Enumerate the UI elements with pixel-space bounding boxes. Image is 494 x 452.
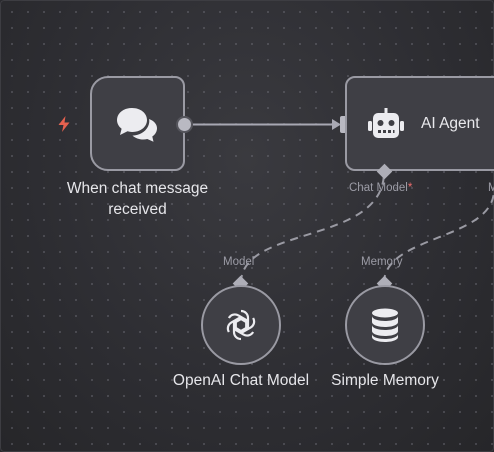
memory-node-label: Simple Memory (331, 372, 439, 389)
chat-model-port-label: Chat Model* (349, 182, 412, 194)
trigger-node-label: When chat message received (66, 180, 209, 218)
ai-agent-node[interactable]: AI Agent (345, 76, 494, 171)
model-port-label: Model (223, 256, 255, 268)
chat-bubbles-icon (116, 107, 157, 142)
chat-trigger-node[interactable] (90, 76, 185, 171)
trigger-output-handle[interactable] (176, 116, 193, 133)
connection-arrowhead (332, 119, 341, 130)
openai-chat-model-node[interactable] (201, 285, 281, 365)
memory-port-label-partial: M (488, 182, 494, 194)
ai-agent-node-label: AI Agent (421, 114, 480, 132)
agent-input-handle[interactable] (340, 116, 349, 133)
required-asterisk: * (407, 182, 413, 194)
memory-port-label: Memory (361, 256, 403, 268)
simple-memory-node[interactable] (345, 285, 425, 365)
openai-node-label: OpenAI Chat Model (172, 372, 310, 389)
database-icon (372, 308, 398, 342)
memory-connection[interactable] (383, 189, 494, 284)
openai-logo-icon (226, 309, 256, 341)
chat-model-connection[interactable] (240, 171, 385, 284)
lightning-bolt-icon (58, 116, 70, 132)
chat-model-port-text: Chat Model (349, 182, 408, 194)
robot-icon (368, 107, 404, 138)
